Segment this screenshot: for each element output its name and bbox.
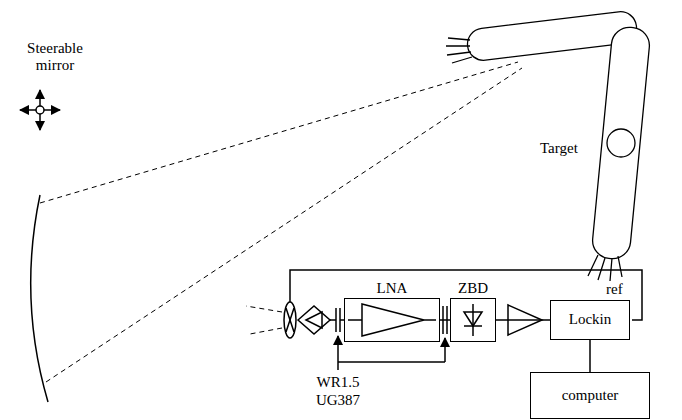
lockin-box: Lockin [550,300,630,340]
waveguide-label: WR1.5 [313,374,363,391]
target-label: Target [540,140,578,157]
part-name: LNA [377,280,408,297]
signal-wire [589,340,591,372]
mirror-label: Steerable mirror [14,40,96,75]
steer-arrows [20,90,60,130]
computer-box: computer [530,372,650,419]
diode-symbol [464,304,482,336]
part-name: ZBD [458,280,488,297]
signal-wire [496,319,550,321]
amplifier-symbol [362,304,424,336]
receiver-symbols [284,270,642,370]
flange-label: UG387 [313,392,363,409]
chopper-lens [284,302,296,338]
detector-box: ZBD [450,298,496,342]
box-label: computer [562,387,619,404]
target-figure [446,10,651,281]
feed-horn [298,306,330,334]
mirror-arc [31,195,48,402]
box-label: Lockin [569,311,612,328]
beam-lines [40,62,522,382]
signal-wire [440,319,450,321]
lna-box: LNA [344,298,440,342]
waveguide-flange [335,308,337,332]
ref-label: ref [606,281,623,298]
